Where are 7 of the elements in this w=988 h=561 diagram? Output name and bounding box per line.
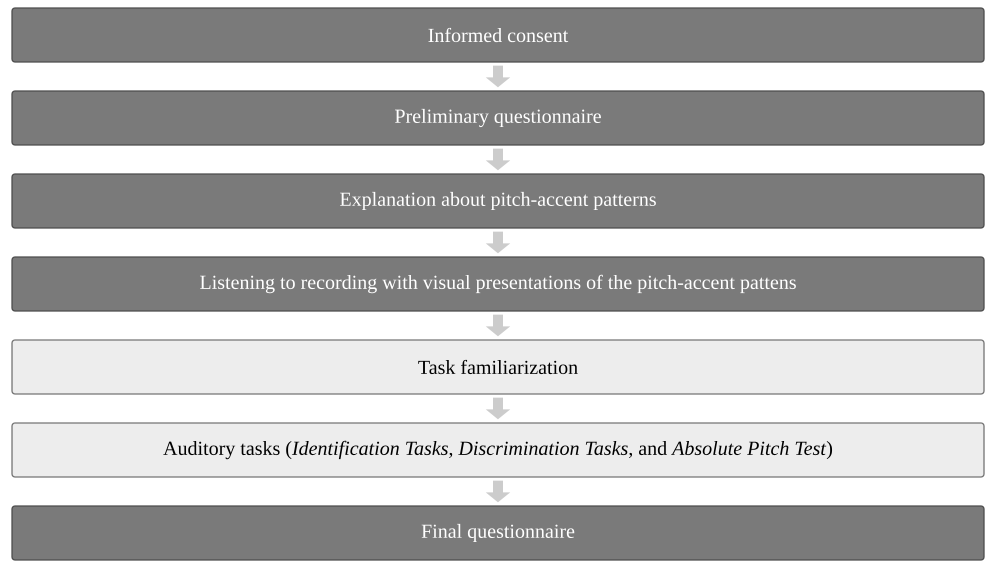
step-box: Preliminary questionnaire (11, 90, 985, 146)
step-box: Informed consent (11, 7, 985, 63)
step-box: Task familiarization (11, 339, 985, 395)
step-box: Auditory tasks (Identification Tasks, Discrimination Tasks, and Absolute Pitch Test) (11, 422, 985, 478)
step-box: Final questionnaire (11, 505, 985, 561)
step-box: Explanation about pitch-accent patterns (11, 173, 985, 229)
step-box: Listening to recording with visual presentations of the pitch-accent pattens (11, 256, 985, 312)
